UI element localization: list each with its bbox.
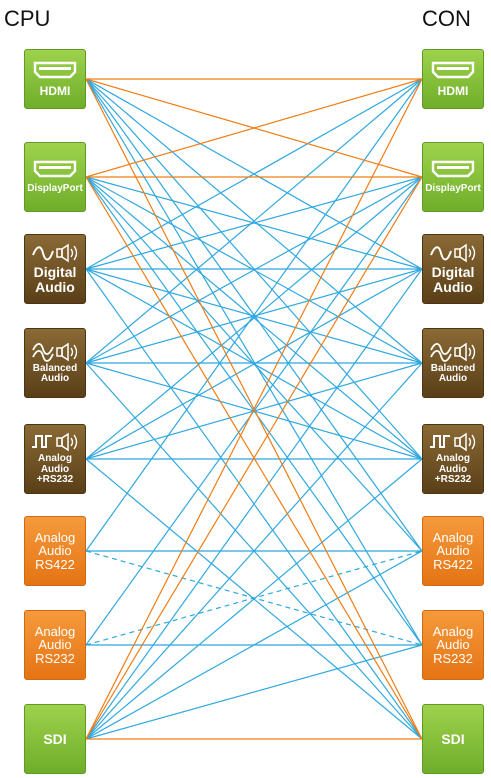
- con-port-analog-audio-rs232b: Analog Audio RS232: [422, 610, 484, 680]
- hdmi-port-icon: [33, 160, 77, 184]
- square-wave-speaker-icon: [31, 432, 79, 454]
- square-wave-speaker-icon: [429, 432, 477, 454]
- cpu-port-analog-audio-rs232b: Analog Audio RS232: [24, 610, 86, 680]
- cpu-port-hdmi: HDMI: [24, 49, 86, 109]
- con-port-hdmi: HDMI: [422, 49, 484, 109]
- cpu-port-label: Digital Audio: [33, 264, 77, 295]
- con-column-title: CON: [422, 6, 471, 31]
- con-port-label: DisplayPort: [425, 182, 481, 194]
- link-balanced-audio-to-displayport: [85, 176, 423, 364]
- hdmi-port-icon: [33, 61, 77, 85]
- link-analog-audio-rs232b-to-analog-audio-rs422: [85, 550, 423, 646]
- sine-wave-speaker-icon: [429, 243, 477, 265]
- link-hdmi-to-analog-audio-rs232b: [85, 78, 423, 646]
- cpu-port-label: Analog Audio RS232: [34, 623, 76, 666]
- link-digital-audio-to-hdmi: [85, 78, 423, 270]
- double-wave-speaker-icon: [429, 342, 477, 364]
- cpu-port-analog-audio-rs232: Analog Audio +RS232: [24, 424, 86, 494]
- hdmi-port-icon: [431, 61, 475, 85]
- link-digital-audio-to-displayport: [85, 176, 423, 270]
- con-port-label: Balanced Audio: [430, 362, 476, 384]
- link-balanced-audio-to-hdmi: [85, 78, 423, 364]
- con-port-balanced-audio: Balanced Audio: [422, 328, 484, 398]
- sine-wave-speaker-icon: [31, 243, 79, 265]
- cpu-port-label: Analog Audio +RS232: [36, 453, 74, 486]
- con-port-label: SDI: [441, 730, 465, 747]
- con-port-digital-audio: Digital Audio: [422, 234, 484, 304]
- con-port-label: HDMI: [437, 83, 469, 98]
- con-port-label: Analog Audio RS232: [432, 623, 474, 666]
- cpu-port-balanced-audio: Balanced Audio: [24, 328, 86, 398]
- link-displayport-to-hdmi: [85, 78, 423, 178]
- con-port-label: Digital Audio: [431, 264, 475, 295]
- cpu-port-label: HDMI: [39, 83, 71, 98]
- link-sdi-to-hdmi: [85, 78, 423, 740]
- link-sdi-to-displayport: [85, 176, 423, 740]
- double-wave-speaker-icon: [31, 342, 79, 364]
- cpu-column-title: CPU: [4, 6, 51, 31]
- cpu-port-label: SDI: [43, 730, 67, 747]
- con-port-analog-audio-rs422: Analog Audio RS422: [422, 516, 484, 586]
- cpu-port-analog-audio-rs422: Analog Audio RS422: [24, 516, 86, 586]
- cpu-port-digital-audio: Digital Audio: [24, 234, 86, 304]
- cpu-port-label: Balanced Audio: [32, 362, 78, 384]
- hdmi-port-icon: [431, 160, 475, 184]
- con-port-sdi: SDI: [422, 704, 484, 774]
- cpu-port-label: Analog Audio RS422: [34, 529, 76, 572]
- link-analog-audio-rs232-to-digital-audio: [85, 268, 423, 460]
- link-analog-audio-rs232-to-sdi: [85, 458, 423, 740]
- con-port-displayport: DisplayPort: [422, 142, 484, 212]
- cpu-port-displayport: DisplayPort: [24, 142, 86, 212]
- con-port-label: Analog Audio RS422: [432, 529, 474, 572]
- link-analog-audio-rs232-to-displayport: [85, 176, 423, 460]
- cpu-port-label: DisplayPort: [27, 182, 83, 194]
- link-analog-audio-rs422-to-hdmi: [85, 78, 423, 552]
- link-sdi-to-analog-audio-rs232b: [85, 644, 423, 740]
- cpu-port-sdi: SDI: [24, 704, 86, 774]
- con-port-analog-audio-rs232: Analog Audio +RS232: [422, 424, 484, 494]
- con-port-label: Analog Audio +RS232: [434, 453, 472, 486]
